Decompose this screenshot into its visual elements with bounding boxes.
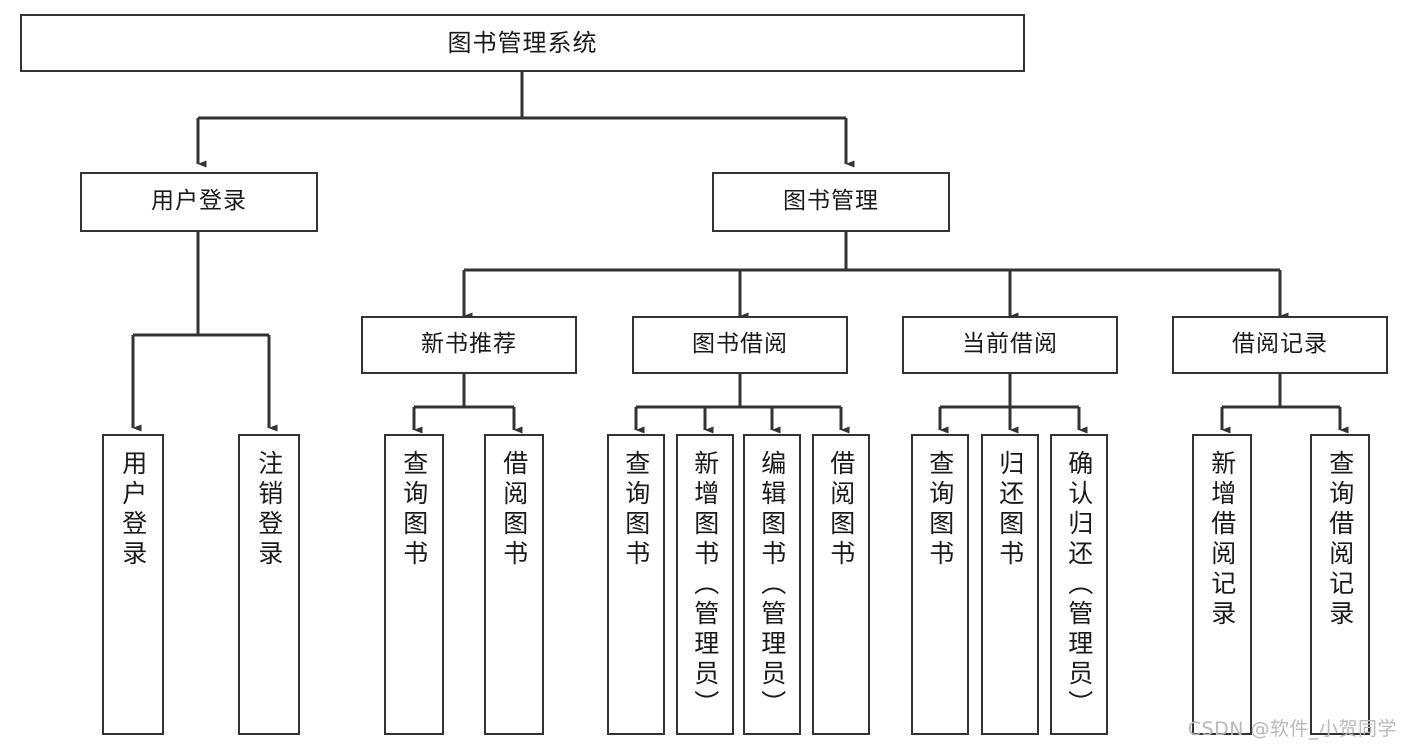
watermark-text: CSDN @软件_小贺同学	[1187, 718, 1397, 740]
node-leaf-query-book-1[interactable]: 查询图书	[384, 434, 444, 735]
node-leaf-logout-login[interactable]: 注销登录	[238, 434, 300, 735]
node-leaf-query-record-label: 查询借阅记录	[1325, 450, 1355, 630]
node-leaf-query-book-1-label: 查询图书	[399, 450, 429, 570]
node-borrow-record[interactable]: 借阅记录	[1172, 316, 1388, 374]
node-leaf-edit-book[interactable]: 编辑图书（管理员）	[743, 434, 801, 735]
node-leaf-return-book[interactable]: 归还图书	[981, 434, 1039, 735]
node-root-system[interactable]: 图书管理系统	[20, 14, 1025, 72]
node-root-system-label: 图书管理系统	[447, 28, 598, 57]
node-leaf-user-login-label: 用户登录	[118, 450, 148, 570]
node-leaf-query-record[interactable]: 查询借阅记录	[1310, 434, 1370, 735]
node-leaf-add-book-label: 新增图书（管理员）	[690, 450, 720, 720]
node-leaf-borrow-book-2[interactable]: 借阅图书	[812, 434, 870, 735]
node-leaf-edit-book-label: 编辑图书（管理员）	[757, 450, 787, 720]
node-leaf-query-book-3-label: 查询图书	[925, 450, 955, 570]
node-leaf-query-book-2-label: 查询图书	[621, 450, 651, 570]
node-user-login-label: 用户登录	[151, 188, 247, 215]
node-leaf-add-book[interactable]: 新增图书（管理员）	[676, 434, 734, 735]
node-leaf-user-login[interactable]: 用户登录	[102, 434, 164, 735]
node-leaf-logout-login-label: 注销登录	[254, 450, 284, 570]
node-leaf-confirm-return-label: 确认归还（管理员）	[1064, 450, 1094, 720]
node-book-borrow[interactable]: 图书借阅	[632, 316, 848, 374]
node-borrow-record-label: 借阅记录	[1232, 331, 1328, 358]
node-leaf-add-record-label: 新增借阅记录	[1207, 450, 1237, 630]
node-leaf-borrow-book-1-label: 借阅图书	[499, 450, 529, 570]
node-leaf-query-book-2[interactable]: 查询图书	[607, 434, 665, 735]
node-leaf-add-record[interactable]: 新增借阅记录	[1192, 434, 1252, 735]
node-new-book-recommend[interactable]: 新书推荐	[361, 316, 577, 374]
node-leaf-query-book-3[interactable]: 查询图书	[911, 434, 969, 735]
node-current-borrow[interactable]: 当前借阅	[902, 316, 1118, 374]
node-book-management-label: 图书管理	[783, 188, 879, 215]
node-leaf-borrow-book-2-label: 借阅图书	[826, 450, 856, 570]
node-user-login[interactable]: 用户登录	[80, 172, 318, 232]
node-leaf-borrow-book-1[interactable]: 借阅图书	[484, 434, 544, 735]
node-book-management[interactable]: 图书管理	[712, 172, 950, 232]
node-book-borrow-label: 图书借阅	[692, 331, 788, 358]
node-current-borrow-label: 当前借阅	[962, 331, 1058, 358]
node-new-book-recommend-label: 新书推荐	[421, 331, 517, 358]
node-leaf-return-book-label: 归还图书	[995, 450, 1025, 570]
node-leaf-confirm-return[interactable]: 确认归还（管理员）	[1050, 434, 1108, 735]
